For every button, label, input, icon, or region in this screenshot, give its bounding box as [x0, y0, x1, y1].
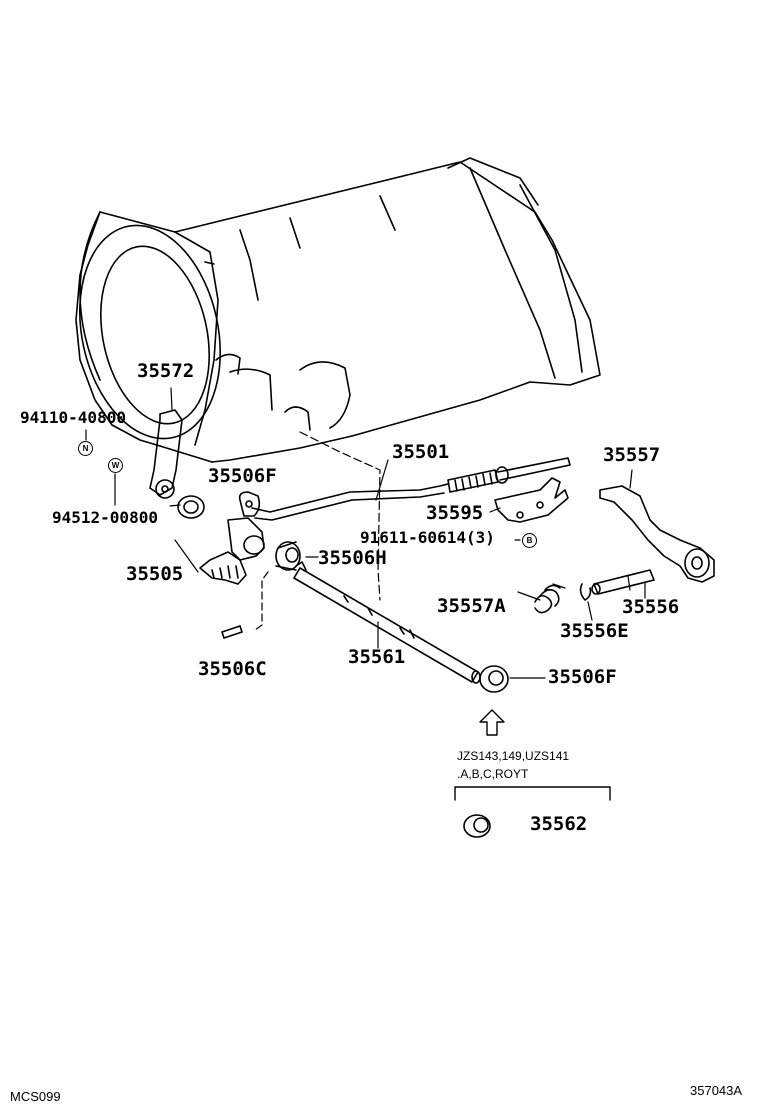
- bushing-35562: [463, 814, 491, 838]
- applicability-grades: .A,B,C,ROYT: [457, 767, 529, 781]
- label-35572: 35572: [137, 360, 195, 382]
- label-35556e: 35556E: [560, 620, 629, 642]
- label-35561: 35561: [348, 646, 406, 668]
- clip-35556e: [579, 583, 593, 621]
- label-35557: 35557: [603, 444, 661, 466]
- leader-lines: [169, 459, 521, 649]
- marker-w: W: [108, 458, 123, 473]
- applicability-bracket: [454, 786, 611, 801]
- spring-35557a: [517, 583, 566, 614]
- label-35506f-bottom: 35506F: [548, 666, 617, 688]
- washer-35506f-top: [177, 495, 205, 519]
- code-right: 357043A: [690, 1083, 743, 1098]
- marker-n: N: [78, 441, 93, 456]
- lever-35572: [149, 387, 183, 499]
- label-35556: 35556: [622, 596, 680, 618]
- washer-35506f-bottom: [479, 665, 546, 693]
- label-35501: 35501: [392, 441, 450, 463]
- code-left: MCS099: [10, 1089, 61, 1104]
- label-35562: 35562: [530, 813, 588, 835]
- selector-lever-35505: [199, 517, 265, 585]
- label-35505: 35505: [126, 563, 184, 585]
- shift-rod-35501: [238, 457, 571, 521]
- label-35595: 35595: [426, 502, 484, 524]
- detent-lever-35557: [599, 469, 715, 583]
- bracket-35595: [494, 477, 569, 523]
- transmission-case: [75, 157, 601, 463]
- up-arrow-icon: [479, 709, 505, 736]
- label-35506c: 35506C: [198, 658, 267, 680]
- pin-35556: [591, 569, 655, 599]
- seal-35506h: [275, 541, 301, 571]
- label-35557a: 35557A: [437, 595, 506, 617]
- label-35506h: 35506H: [318, 547, 387, 569]
- label-35506f-top: 35506F: [208, 465, 277, 487]
- applicability-models: JZS143,149,UZS141: [457, 749, 570, 763]
- label-91611-60614: 91611-60614(3): [360, 528, 495, 547]
- label-94110-40800: 94110-40800: [20, 408, 126, 427]
- label-94512-00800: 94512-00800: [52, 508, 158, 527]
- marker-b: B: [522, 533, 537, 548]
- pin-35506c: [221, 625, 243, 639]
